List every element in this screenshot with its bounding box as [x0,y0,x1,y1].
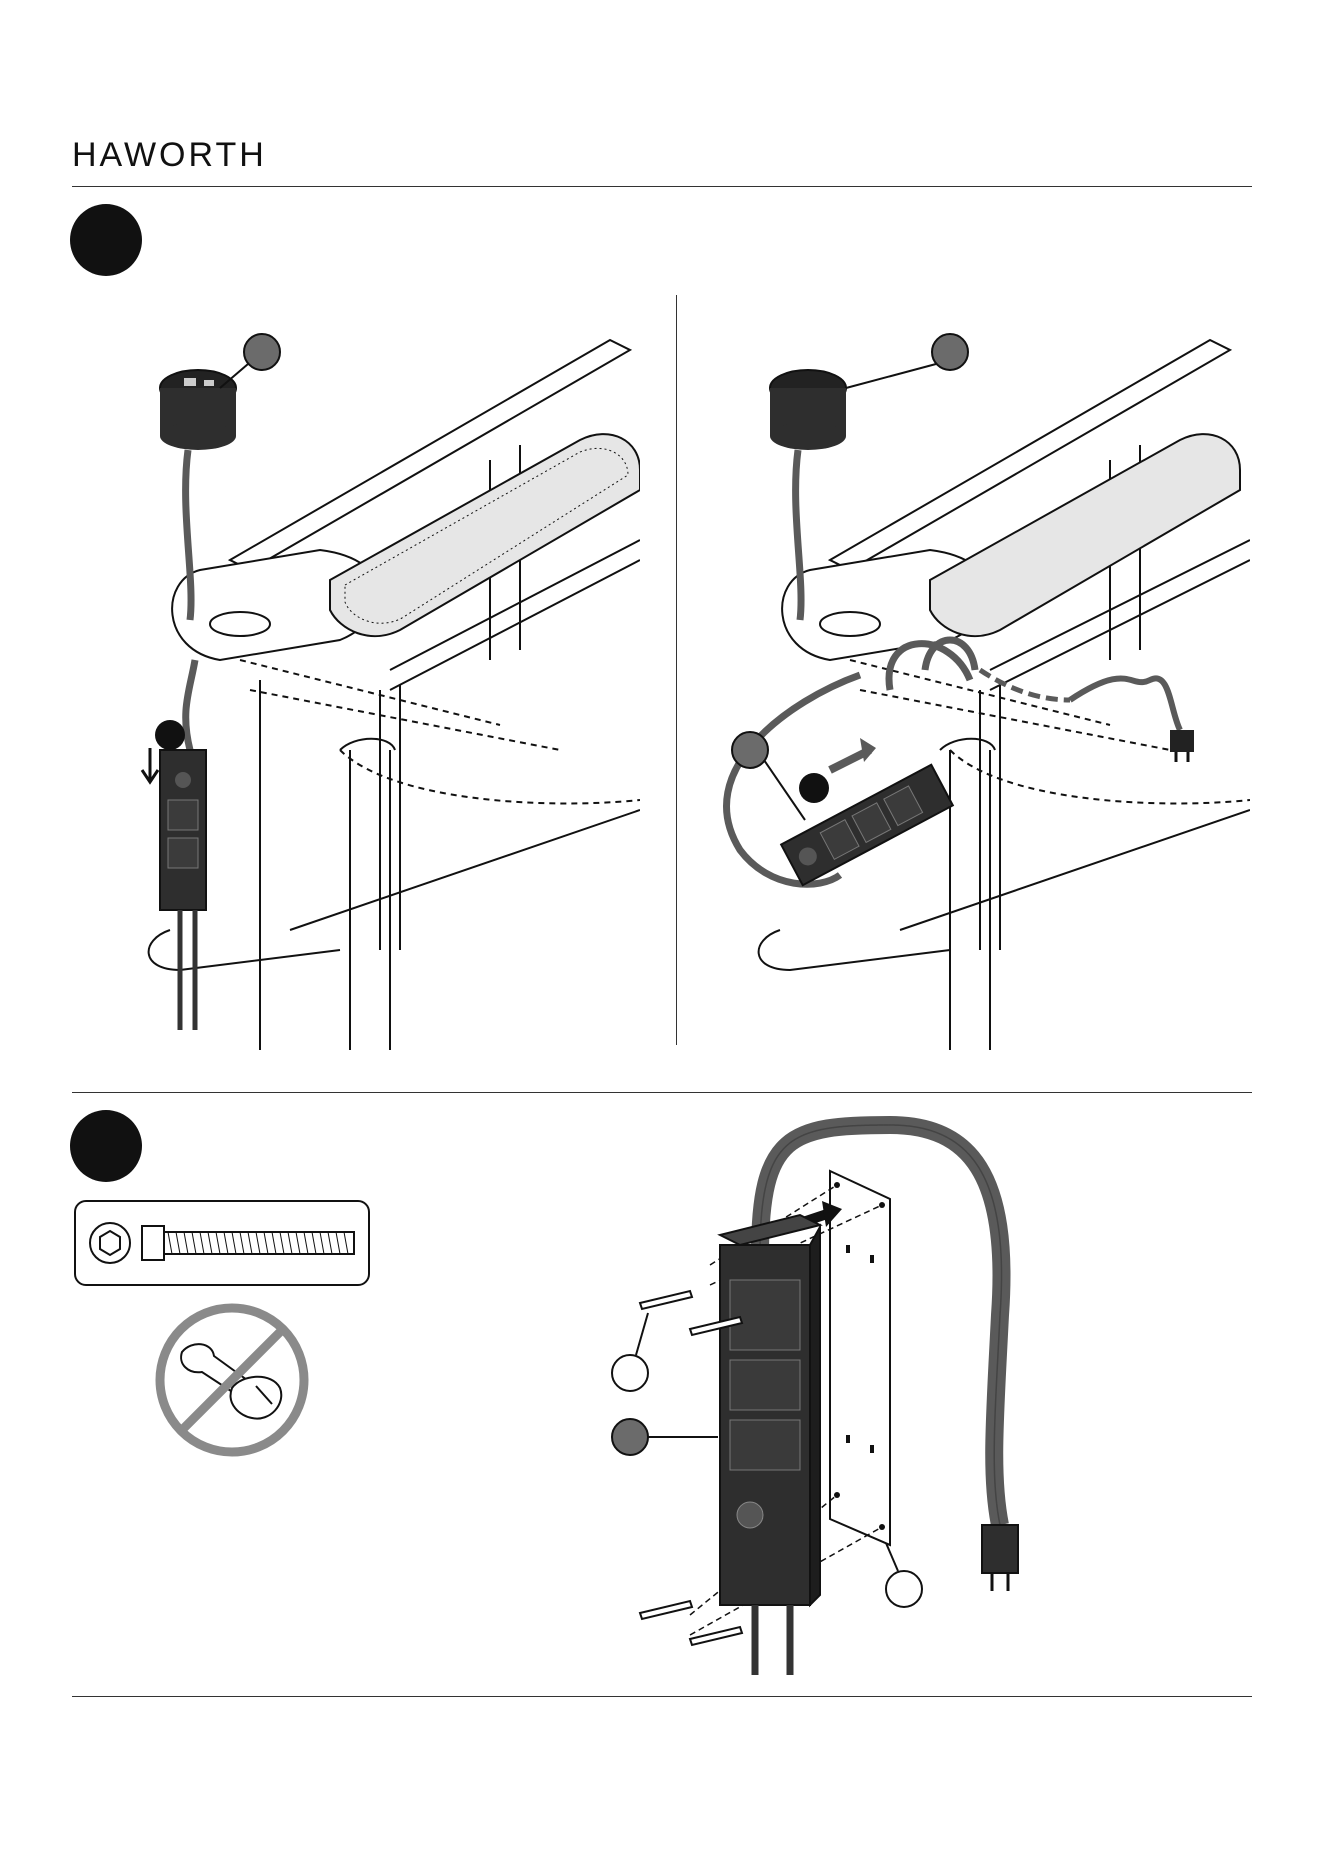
footer-rule [72,1696,1252,1697]
grommet-power-icon [160,370,236,450]
step-2-badge [70,1110,142,1182]
callout-b [155,720,185,750]
cable-tray [330,434,640,636]
screw-icon [76,1202,368,1284]
brand-logo: HAWORTH [72,136,267,175]
callout-b-right [799,773,829,803]
panel-divider [676,295,677,1045]
power-strip-icon [160,750,206,1030]
plug-icon [1170,730,1194,762]
arrow-icon [142,748,158,782]
hex-socket-icon [100,1231,120,1255]
illustration-route-cable [710,330,1250,1050]
plug-icon-cord [982,1525,1018,1591]
callout-strip [612,1419,648,1455]
tool-callout-box [74,1200,370,1286]
step-1-badge [70,204,142,276]
no-drill-icon [152,1300,312,1460]
callout-a-right [932,334,968,370]
header-rule [72,186,1252,187]
callout-c-right [732,732,768,768]
callout-plate [886,1571,922,1607]
illustration-drop-module [140,330,640,1050]
callout-screw [612,1355,648,1391]
grommet-power-icon-right [770,370,846,450]
illustration-mount-strip [590,1115,1030,1675]
section-rule [72,1092,1252,1093]
cable-tray-right [930,434,1240,636]
callout-a [244,334,280,370]
mounting-plate [830,1171,890,1545]
power-strip-icon-mount [720,1215,820,1675]
